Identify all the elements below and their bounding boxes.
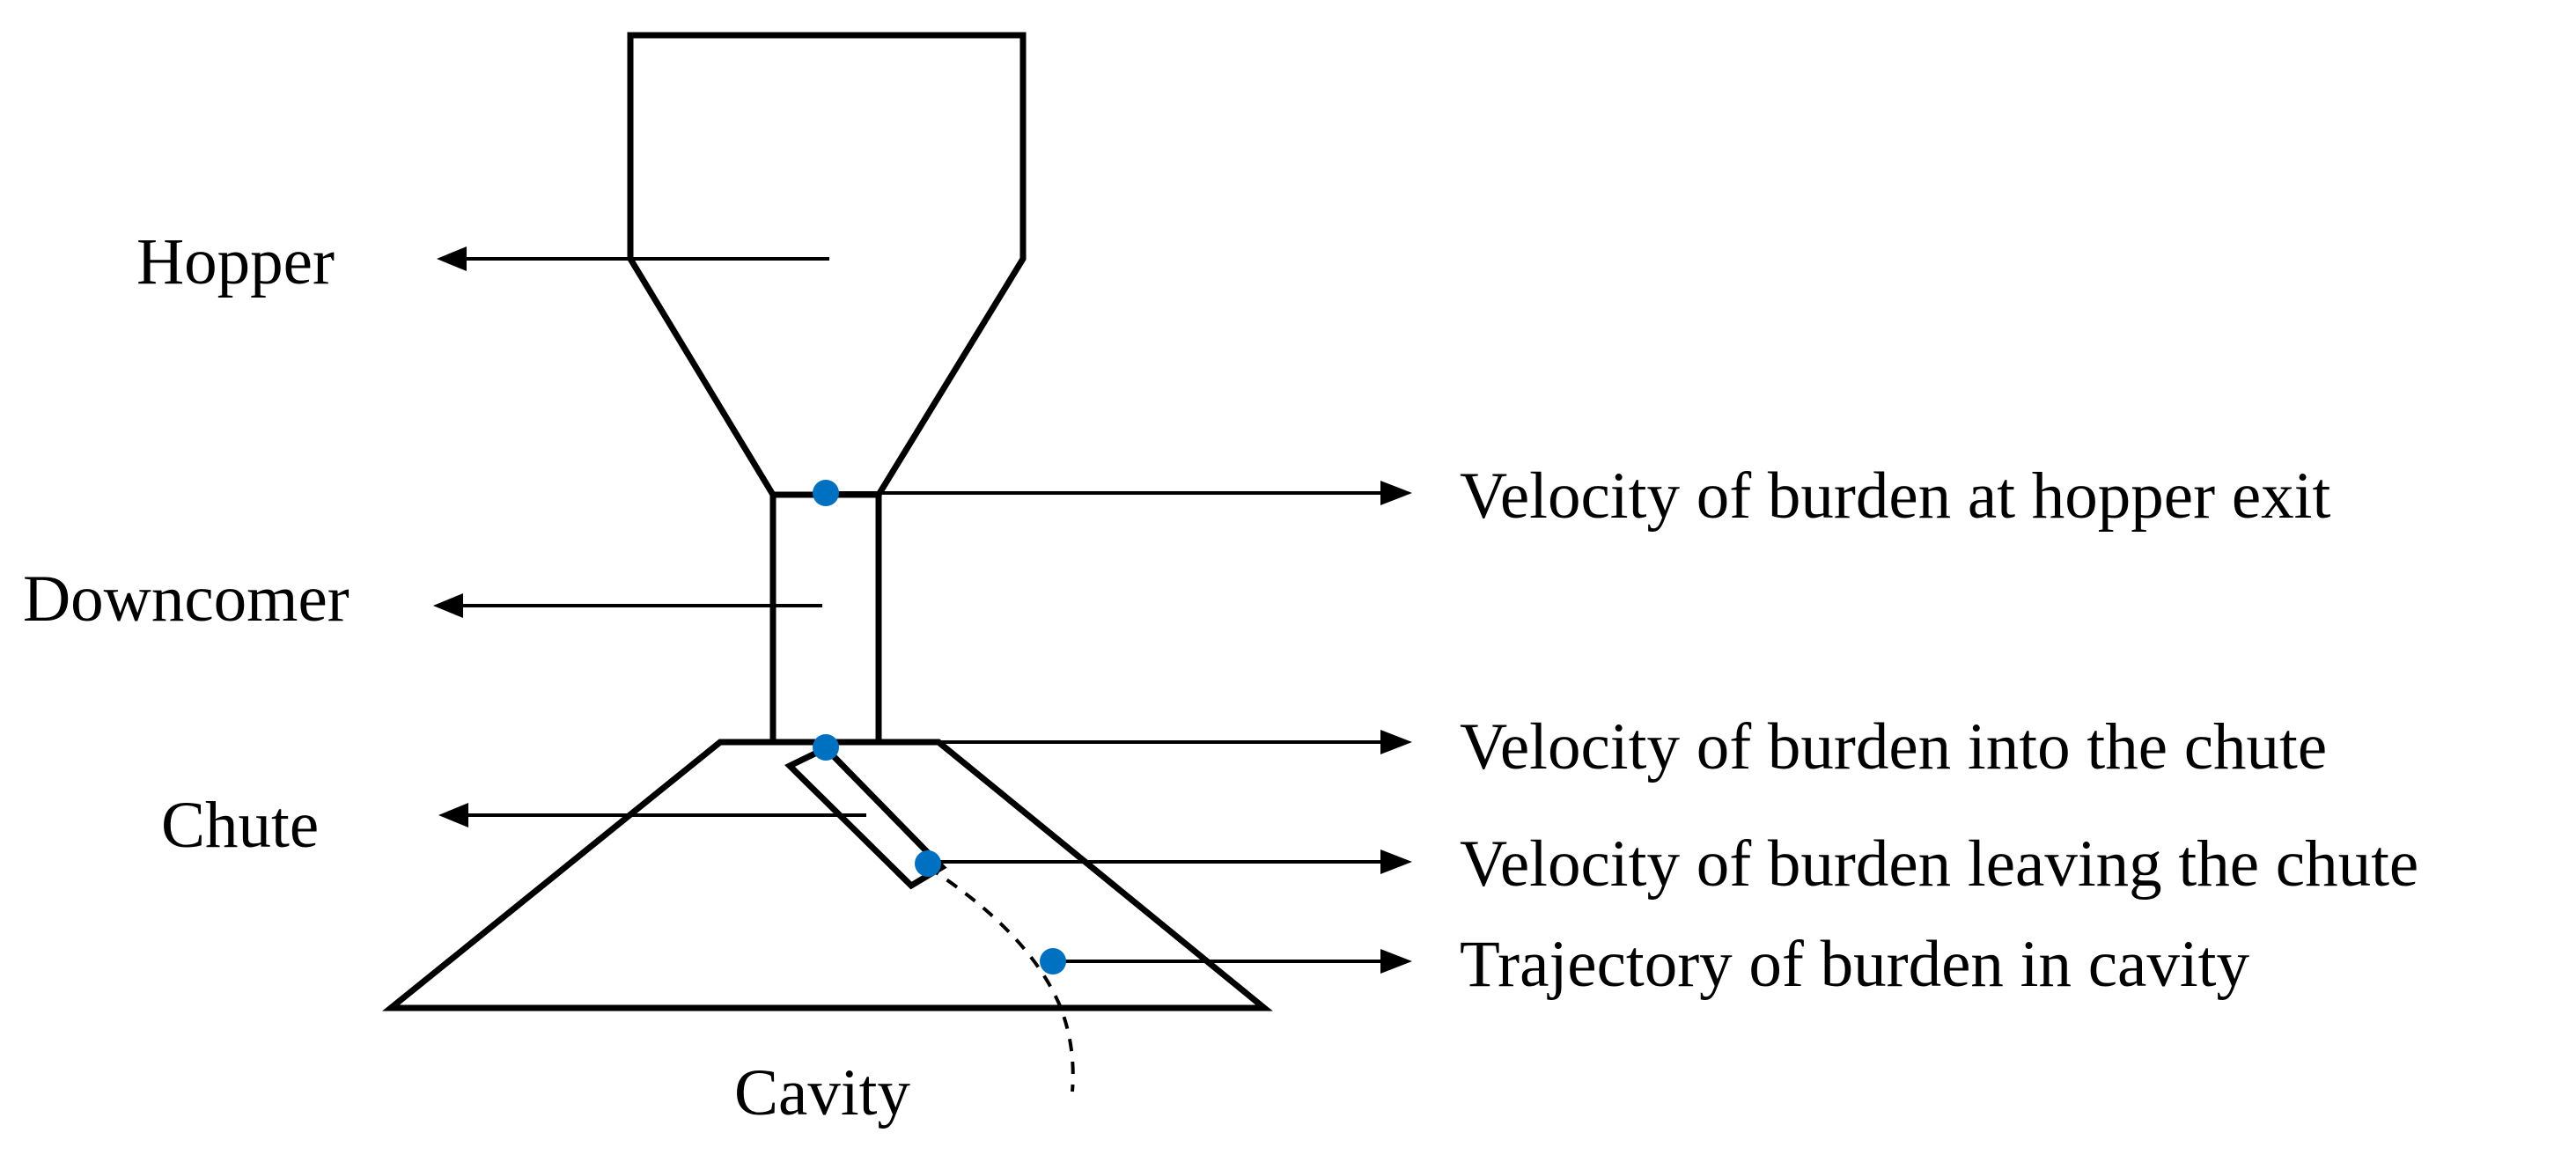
chute-pointer-arrow (438, 803, 866, 827)
trajectory-point (1040, 948, 1066, 974)
chute-outline (784, 744, 947, 890)
hopper-exit-velocity-label: Velocity of burden at hopper exit (1460, 460, 2330, 533)
cavity-label: Cavity (734, 1056, 910, 1129)
trajectory-pointer-arrow (1053, 949, 1412, 974)
downcomer-label: Downcomer (23, 563, 350, 636)
chute-label: Chute (161, 789, 319, 862)
hopper-exit-pointer-arrow (826, 481, 1412, 505)
chute-exit-point (915, 850, 941, 877)
hopper-exit-point (813, 480, 839, 506)
leaving-chute-velocity-label: Velocity of burden leaving the chute (1460, 827, 2418, 901)
burden-trajectory-curve (926, 865, 1075, 1092)
hopper-pointer-arrow (437, 246, 829, 271)
chute-entry-point (813, 734, 839, 761)
hopper-label: Hopper (136, 225, 335, 298)
into-chute-velocity-label: Velocity of burden into the chute (1460, 710, 2327, 783)
cavity-outline (382, 739, 1273, 1011)
into-chute-pointer-arrow (826, 730, 1412, 754)
downcomer-outline (769, 495, 882, 742)
downcomer-pointer-arrow (433, 593, 822, 618)
hopper-outline (627, 32, 1027, 498)
leaving-chute-pointer-arrow (928, 849, 1412, 874)
trajectory-label: Trajectory of burden in cavity (1460, 928, 2249, 1001)
